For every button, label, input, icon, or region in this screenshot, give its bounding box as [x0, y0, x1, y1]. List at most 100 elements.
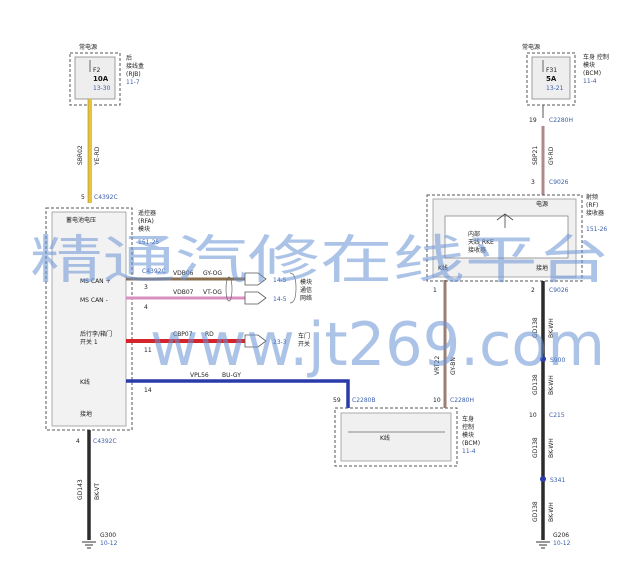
door-wire-ref: 23-3: [273, 339, 287, 346]
rf-ground-label: 接地: [536, 264, 548, 272]
watermark-title: 精通汽修在线平台: [30, 231, 610, 291]
rf-pin-k: 1: [433, 287, 437, 294]
left-wire-code: SBR02: [77, 145, 84, 165]
rfa-ground-label: 接地: [80, 410, 92, 418]
right-ground-code-1: GD138: [532, 317, 539, 338]
right-fuse-box-label-1: 车身 控制: [583, 53, 609, 61]
left-fuse-box-label-2: 接线盒: [126, 62, 144, 70]
rf-pin-ground: 2: [531, 287, 535, 294]
can-plus-code: VDB06: [173, 270, 194, 277]
rfa-pin-door-2: 开关 1: [80, 338, 98, 346]
can-connector: C4392C: [142, 268, 166, 275]
bcm-bottom-inner: [340, 412, 452, 462]
k-wire-dest-connector: C2280B: [352, 397, 376, 404]
k-wire-dest-pin: 59: [333, 397, 341, 404]
right-ground-ref: 10-12: [553, 540, 571, 547]
left-fuse-box-label-1: 后: [126, 54, 132, 62]
can-minus-code: VDB07: [173, 289, 194, 296]
k-wire-code: VPL56: [190, 372, 209, 379]
can-minus-color: VT-OG: [203, 289, 222, 296]
network-label-2: 通信: [300, 286, 312, 294]
left-ground-id: G300: [100, 532, 116, 539]
rf-inner-3: 接收器: [468, 246, 486, 254]
right-fuse-inner: [531, 56, 571, 100]
can-plus-color: GY-OG: [203, 270, 222, 277]
bcm-bottom-name-1: 车身: [462, 415, 474, 423]
right-ground-connector: C215: [549, 412, 565, 419]
splice-s341: [540, 476, 546, 482]
network-brace: [289, 272, 297, 304]
right-ground-code-2: GD138: [532, 374, 539, 395]
rfa-name-1: 遥控器: [138, 209, 156, 217]
rf-inner-1: 内部: [468, 230, 480, 238]
right-fuse-ref: 13-21: [546, 85, 564, 92]
rfa-pin-ms-can-plus: MS CAN +: [80, 278, 111, 285]
rf-ref: 151-26: [586, 226, 607, 233]
right-ground-code-4: GD138: [532, 501, 539, 522]
rfa-ground-connector: C4392C: [93, 438, 117, 445]
right-ground-color-3: BK-WH: [548, 438, 555, 458]
bcm-bottom-ref: 11-4: [462, 448, 476, 455]
k-wire-color: BU-GY: [222, 372, 241, 379]
can-minus-pin: 4: [144, 304, 148, 311]
rf-name-3: 接收器: [586, 209, 604, 217]
right-ground-color-2: BK-WH: [548, 375, 555, 395]
right-ground-color-1: BK-WH: [548, 318, 555, 338]
can-minus-ref: 14-5: [273, 296, 287, 303]
right-power-dest-connector: C9026: [549, 179, 569, 186]
link-wire-code: VRT22: [434, 356, 441, 375]
rfa-power-label: 蓄电池电压: [66, 216, 96, 224]
right-fuse-box-label-2: 模块: [583, 61, 595, 69]
left-fuse-rating: 10A: [93, 75, 109, 83]
left-ground-color: BK-VT: [94, 483, 101, 500]
right-ground-pin: 10: [529, 412, 537, 419]
right-ground-code-3: GD138: [532, 437, 539, 458]
rfa-name-2: (RFA): [138, 218, 154, 225]
left-ground-code: GD143: [77, 479, 84, 500]
left-fuse-id: F2: [93, 67, 100, 74]
door-wire-code: CBP07: [173, 331, 193, 338]
left-ground-ref: 10-12: [100, 540, 118, 547]
watermark-url: www.jt269.com: [150, 310, 605, 380]
rfa-module: 蓄电池电压 遥控器 (RFA) 模块 151-25 MS CAN + MS CA…: [45, 207, 159, 431]
bcm-bottom-name-2: 控制: [462, 423, 474, 431]
bcm-upper-connector: C2280H: [450, 397, 474, 404]
can-plus-pin: 3: [144, 284, 148, 291]
right-ground-splice-1: S900: [550, 357, 565, 364]
can-plus-ref: 14-5: [273, 277, 287, 284]
right-fuse-box-label-3: (BCM): [583, 70, 601, 77]
left-fuse-box-ref: 11-7: [126, 79, 140, 86]
rf-receiver: 电源 射频 (RF) 接收器 151-26 内部 天线 RKE 接收器 K线 接…: [426, 193, 607, 282]
right-fuse-box-ref: 11-4: [583, 78, 597, 85]
link-wire-color: GY-BN: [450, 357, 457, 375]
bcm-bottom-name-3: 模块: [462, 431, 474, 439]
right-power-pin: 19: [529, 117, 537, 124]
left-wire-color: YE-RD: [94, 146, 101, 166]
rf-name-2: (RF): [586, 202, 598, 209]
left-fuse-inner: [74, 56, 116, 100]
rfa-pin-ms-can-minus: MS CAN -: [80, 297, 108, 304]
right-fuse-rating: 5A: [546, 75, 557, 83]
left-fuse-box: 常电源 F2 10A 13-30 后 接线盒 (RJB) 11-7: [69, 43, 144, 106]
left-fuse-box-label-3: (RJB): [126, 71, 141, 78]
network-label-3: 网络: [300, 294, 312, 302]
rfa-pin-door: 后行李/箱门: [80, 330, 112, 338]
rf-inner-block: [444, 215, 569, 259]
splice-s900: [540, 356, 546, 362]
left-fuse-box-outline: [69, 52, 121, 106]
rfa-module-inner: [51, 211, 127, 427]
rf-name-1: 射频: [586, 193, 598, 201]
bcm-upper-pin: 10: [433, 397, 441, 404]
right-power-connector: C2280H: [549, 117, 573, 124]
bcm-bottom-name-4: (BCM): [462, 440, 480, 447]
door-dest-2: 开关: [298, 340, 310, 348]
rf-inner-2: 天线 RKE: [468, 238, 494, 246]
rf-ground-connector: C9026: [549, 287, 569, 294]
bu-gy-k-wire: [126, 379, 350, 408]
can-plus-arrow: [244, 272, 267, 286]
twisted-pair-marker: [225, 276, 233, 302]
left-fuse-header: 常电源: [79, 43, 97, 51]
right-ground-splice-2: S341: [550, 477, 565, 484]
network-label-1: 模块: [300, 278, 312, 286]
